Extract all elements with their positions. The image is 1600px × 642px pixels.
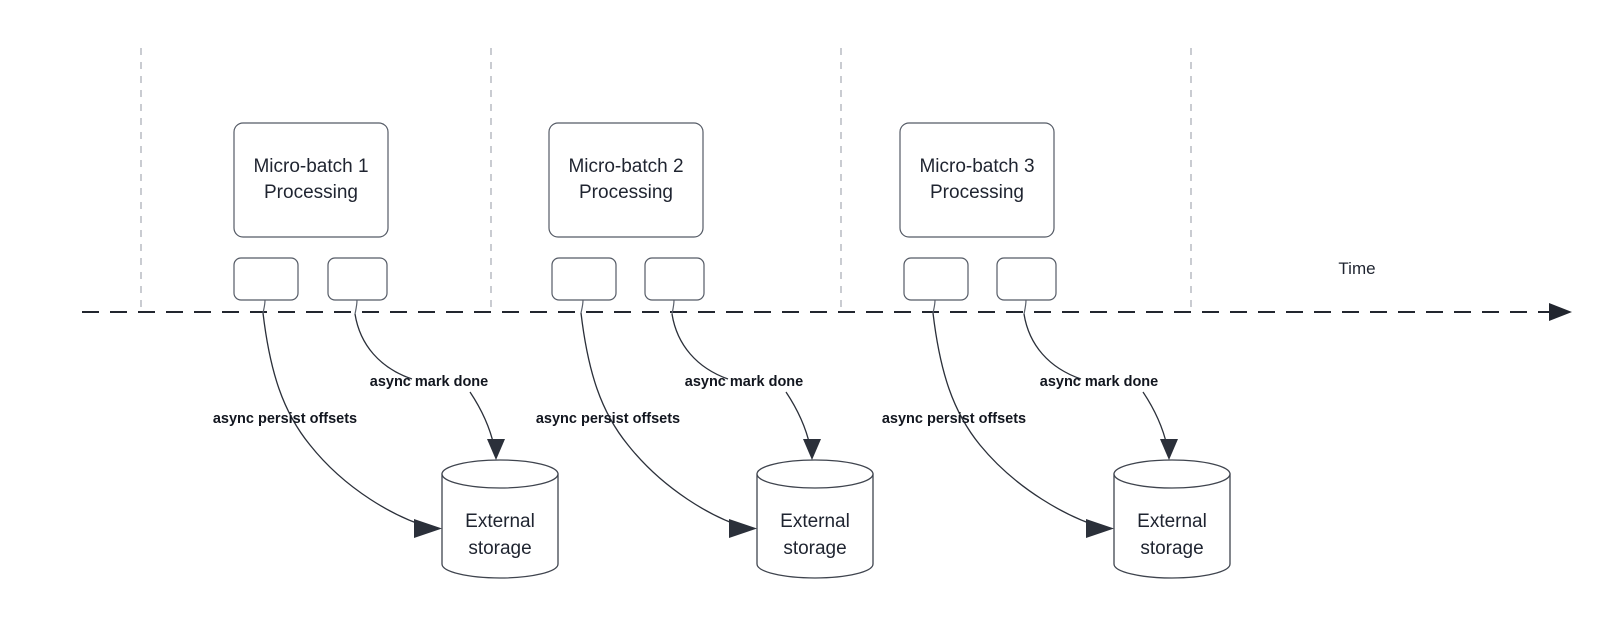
micro-batch-3-label-line1: Micro-batch 3 <box>919 156 1034 177</box>
edge-async-persist-offsets-1-label: async persist offsets <box>213 411 357 427</box>
edge-async-mark-done-3: async mark done <box>1023 313 1178 460</box>
external-storage-2[interactable]: External storage <box>756 459 874 579</box>
edge-async-persist-offsets-2: async persist offsets <box>536 312 757 538</box>
edge-async-persist-offsets-3: async persist offsets <box>882 312 1114 538</box>
micro-batch-2-tick-mark-done-stem <box>671 299 675 315</box>
micro-batch-2-box[interactable] <box>548 122 704 238</box>
external-storage-2-top <box>756 459 874 489</box>
micro-batch-2-tick-persist-stem <box>580 299 584 314</box>
micro-batch-1-tick-mark-done[interactable] <box>327 257 388 301</box>
time-axis-label: Time <box>1338 259 1375 278</box>
edge-async-mark-done-2-arrowhead <box>803 439 821 460</box>
time-axis: Time <box>82 259 1572 321</box>
edge-async-persist-offsets-1: async persist offsets <box>213 312 442 538</box>
micro-batch-3-tick-persist-stem <box>932 299 936 314</box>
micro-batch-2-tick-persist[interactable] <box>551 257 617 301</box>
edge-async-mark-done-2: async mark done <box>671 313 821 460</box>
micro-batch-2-label-line1: Micro-batch 2 <box>568 156 683 177</box>
micro-batch-group-3: Micro-batch 3 Processing External storag… <box>882 122 1231 579</box>
external-storage-1-body <box>441 473 559 579</box>
edge-async-persist-offsets-3-path <box>932 312 1105 529</box>
external-storage-2-label-line1: External <box>780 511 850 532</box>
external-storage-3[interactable]: External storage <box>1113 459 1231 579</box>
micro-batch-2-label-line2: Processing <box>579 182 673 203</box>
edge-async-persist-offsets-2-label: async persist offsets <box>536 411 680 427</box>
edge-async-mark-done-1: async mark done <box>354 313 505 460</box>
edge-async-mark-done-2-label: async mark done <box>685 374 803 390</box>
guide-lines <box>140 48 1192 313</box>
micro-batch-group-2: Micro-batch 2 Processing External storag… <box>536 122 874 579</box>
external-storage-3-label-line1: External <box>1137 511 1207 532</box>
micro-batch-1-tick-persist[interactable] <box>233 257 299 301</box>
external-storage-3-top <box>1113 459 1231 489</box>
external-storage-1-label-line2: storage <box>468 538 531 559</box>
edge-async-mark-done-3-label: async mark done <box>1040 374 1158 390</box>
micro-batch-3-box[interactable] <box>899 122 1055 238</box>
micro-batch-1-label-line2: Processing <box>264 182 358 203</box>
external-storage-1-top <box>441 459 559 489</box>
external-storage-2-label-line2: storage <box>783 538 846 559</box>
external-storage-1[interactable]: External storage <box>441 459 559 579</box>
micro-batch-1-label-line1: Micro-batch 1 <box>253 156 368 177</box>
time-axis-arrowhead <box>1549 303 1572 321</box>
external-storage-1-label-line1: External <box>465 511 535 532</box>
external-storage-2-body <box>756 473 874 579</box>
micro-batch-2-tick-mark-done[interactable] <box>644 257 705 301</box>
edge-async-persist-offsets-3-label: async persist offsets <box>882 411 1026 427</box>
micro-batch-3-tick-mark-done-stem <box>1023 299 1027 315</box>
edge-async-mark-done-3-arrowhead <box>1160 439 1178 460</box>
micro-batch-3-label-line2: Processing <box>930 182 1024 203</box>
edge-async-mark-done-1-label: async mark done <box>370 374 488 390</box>
edge-async-persist-offsets-2-path <box>580 312 748 529</box>
micro-batch-1-box[interactable] <box>233 122 389 238</box>
edge-async-persist-offsets-2-arrowhead <box>729 519 757 538</box>
micro-batch-1-tick-mark-done-stem <box>354 299 358 315</box>
external-storage-3-label-line2: storage <box>1140 538 1203 559</box>
micro-batch-3-tick-mark-done[interactable] <box>996 257 1057 301</box>
micro-batch-group-1: Micro-batch 1 Processing External storag… <box>213 122 559 579</box>
micro-batch-3-tick-persist[interactable] <box>903 257 969 301</box>
edge-async-persist-offsets-1-arrowhead <box>414 519 442 538</box>
edge-async-mark-done-1-arrowhead <box>487 439 505 460</box>
micro-batch-1-tick-persist-stem <box>262 299 266 314</box>
edge-async-persist-offsets-3-arrowhead <box>1086 519 1114 538</box>
external-storage-3-body <box>1113 473 1231 579</box>
edge-async-persist-offsets-1-path <box>262 312 433 529</box>
